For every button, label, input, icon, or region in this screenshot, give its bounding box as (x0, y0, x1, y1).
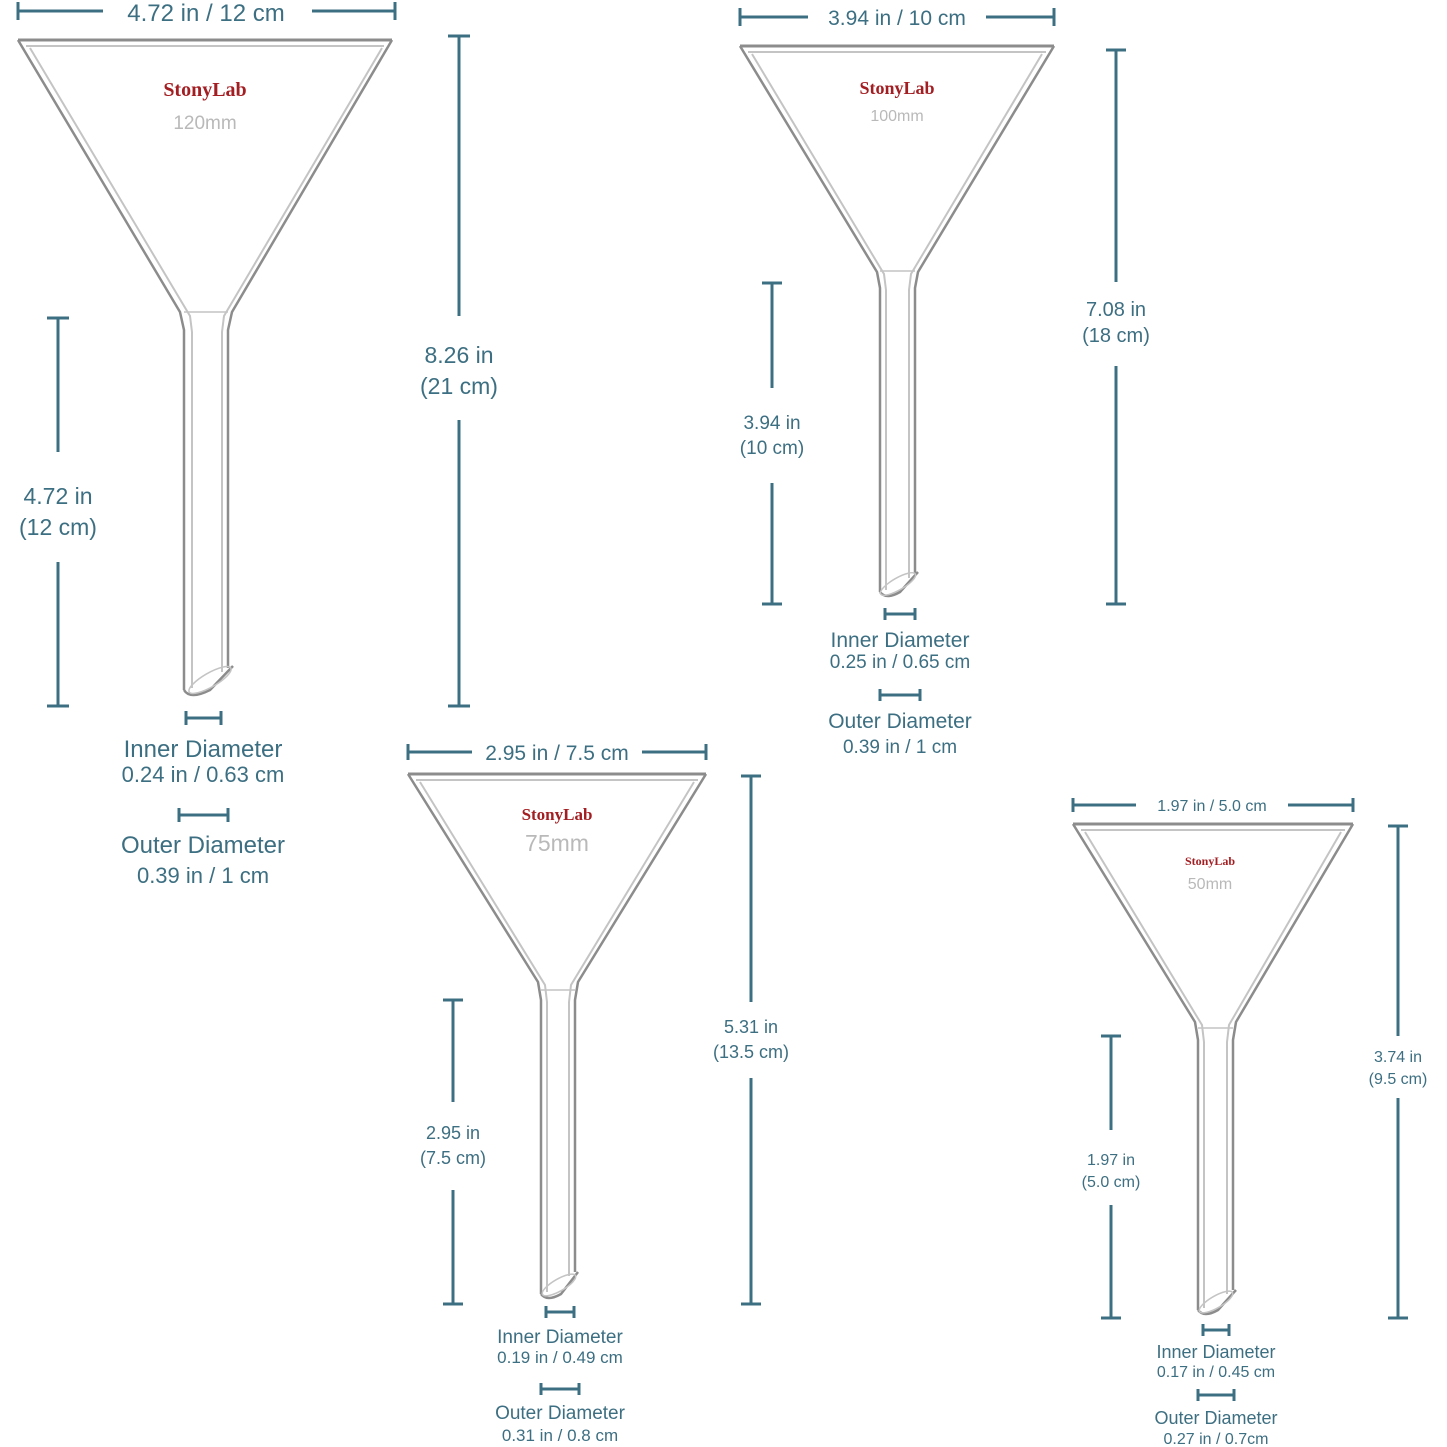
outer-diameter-label: Outer Diameter (121, 832, 285, 859)
brand-label: StonyLab (1185, 854, 1235, 868)
stem-height-in: 4.72 in (23, 483, 92, 509)
inner-diameter-label: Inner Diameter (124, 736, 283, 763)
total-height-in: 5.31 in (724, 1017, 778, 1037)
total-height-cm: (9.5 cm) (1369, 1071, 1428, 1088)
top-width-label: 4.72 in / 12 cm (127, 0, 284, 27)
total-height-dimension: 3.74 in (9.5 cm) (1369, 824, 1428, 1320)
inner-diameter-label: Inner Diameter (1156, 1342, 1275, 1362)
inner-diameter-dimension: Inner Diameter 0.17 in / 0.45 cm (1156, 1324, 1276, 1381)
funnel-glass-50mm (1071, 822, 1355, 1316)
inner-diameter-value: 0.24 in / 0.63 cm (122, 762, 285, 787)
outer-diameter-value: 0.31 in / 0.8 cm (502, 1426, 618, 1445)
brand-label: StonyLab (163, 79, 246, 101)
inner-diameter-dimension: Inner Diameter 0.24 in / 0.63 cm (122, 711, 285, 787)
outer-diameter-value: 0.39 in / 1 cm (843, 737, 957, 758)
top-width-dimension: 2.95 in / 7.5 cm (406, 742, 708, 765)
stem-height-dimension: 4.72 in (12 cm) (19, 316, 97, 708)
funnel-50mm: StonyLab 50mm 1.97 in / 5.0 cm 3.74 in (… (1071, 798, 1428, 1447)
top-width-dimension: 3.94 in / 10 cm (738, 7, 1056, 30)
inner-diameter-label: Inner Diameter (497, 1327, 623, 1348)
outer-diameter-dimension: Outer Diameter 0.39 in / 1 cm (828, 689, 972, 758)
size-label: 100mm (870, 108, 923, 125)
size-label: 50mm (1188, 876, 1232, 893)
total-height-cm: (13.5 cm) (713, 1042, 789, 1062)
outer-diameter-label: Outer Diameter (495, 1403, 626, 1424)
total-height-dimension: 5.31 in (13.5 cm) (713, 774, 789, 1306)
stem-height-in: 1.97 in (1087, 1152, 1135, 1169)
funnel-glass-120mm (16, 38, 394, 697)
stem-height-cm: (10 cm) (740, 438, 804, 459)
total-height-cm: (21 cm) (420, 373, 498, 399)
top-width-label: 2.95 in / 7.5 cm (485, 742, 629, 765)
inner-diameter-label: Inner Diameter (831, 629, 970, 652)
outer-diameter-value: 0.27 in / 0.7cm (1164, 1431, 1269, 1447)
top-width-dimension: 4.72 in / 12 cm (16, 0, 397, 27)
stem-height-in: 2.95 in (426, 1123, 480, 1143)
size-label: 75mm (525, 830, 589, 856)
outer-diameter-label: Outer Diameter (1154, 1408, 1277, 1428)
total-height-in: 7.08 in (1086, 299, 1146, 321)
outer-diameter-dimension: Outer Diameter 0.39 in / 1 cm (121, 808, 285, 888)
inner-diameter-dimension: Inner Diameter 0.25 in / 0.65 cm (830, 608, 970, 673)
total-height-dimension: 8.26 in (21 cm) (420, 34, 498, 708)
stem-height-dimension: 1.97 in (5.0 cm) (1082, 1034, 1141, 1320)
stem-height-cm: (7.5 cm) (420, 1148, 486, 1168)
top-width-label: 3.94 in / 10 cm (828, 7, 966, 30)
total-height-in: 8.26 in (424, 342, 493, 368)
inner-diameter-dimension: Inner Diameter 0.19 in / 0.49 cm (497, 1306, 623, 1367)
size-label: 120mm (173, 113, 236, 134)
total-height-in: 3.74 in (1374, 1049, 1422, 1066)
funnel-120mm: StonyLab 120mm 4.72 in / 12 cm 8.26 in (… (16, 0, 498, 888)
outer-diameter-dimension: Outer Diameter 0.31 in / 0.8 cm (495, 1383, 626, 1445)
outer-diameter-value: 0.39 in / 1 cm (137, 863, 269, 888)
brand-label: StonyLab (859, 78, 934, 98)
funnel-75mm: StonyLab 75mm 2.95 in / 7.5 cm 5.31 in (… (406, 742, 789, 1445)
stem-height-cm: (5.0 cm) (1082, 1174, 1141, 1191)
top-width-dimension: 1.97 in / 5.0 cm (1071, 798, 1355, 815)
inner-diameter-value: 0.17 in / 0.45 cm (1157, 1364, 1275, 1381)
stem-height-cm: (12 cm) (19, 514, 97, 540)
stem-height-dimension: 3.94 in (10 cm) (740, 281, 804, 606)
brand-label: StonyLab (522, 805, 593, 824)
outer-diameter-label: Outer Diameter (828, 710, 972, 733)
stem-height-dimension: 2.95 in (7.5 cm) (420, 998, 486, 1306)
total-height-cm: (18 cm) (1082, 325, 1150, 347)
funnel-100mm: StonyLab 100mm 3.94 in / 10 cm 7.08 in (… (738, 7, 1150, 758)
total-height-dimension: 7.08 in (18 cm) (1082, 48, 1150, 606)
inner-diameter-value: 0.19 in / 0.49 cm (497, 1348, 623, 1367)
inner-diameter-value: 0.25 in / 0.65 cm (830, 652, 970, 673)
funnel-glass-75mm (406, 772, 708, 1300)
stem-height-in: 3.94 in (743, 413, 800, 434)
funnel-glass-100mm (738, 44, 1056, 598)
outer-diameter-dimension: Outer Diameter 0.27 in / 0.7cm (1154, 1389, 1278, 1447)
top-width-label: 1.97 in / 5.0 cm (1157, 798, 1266, 815)
